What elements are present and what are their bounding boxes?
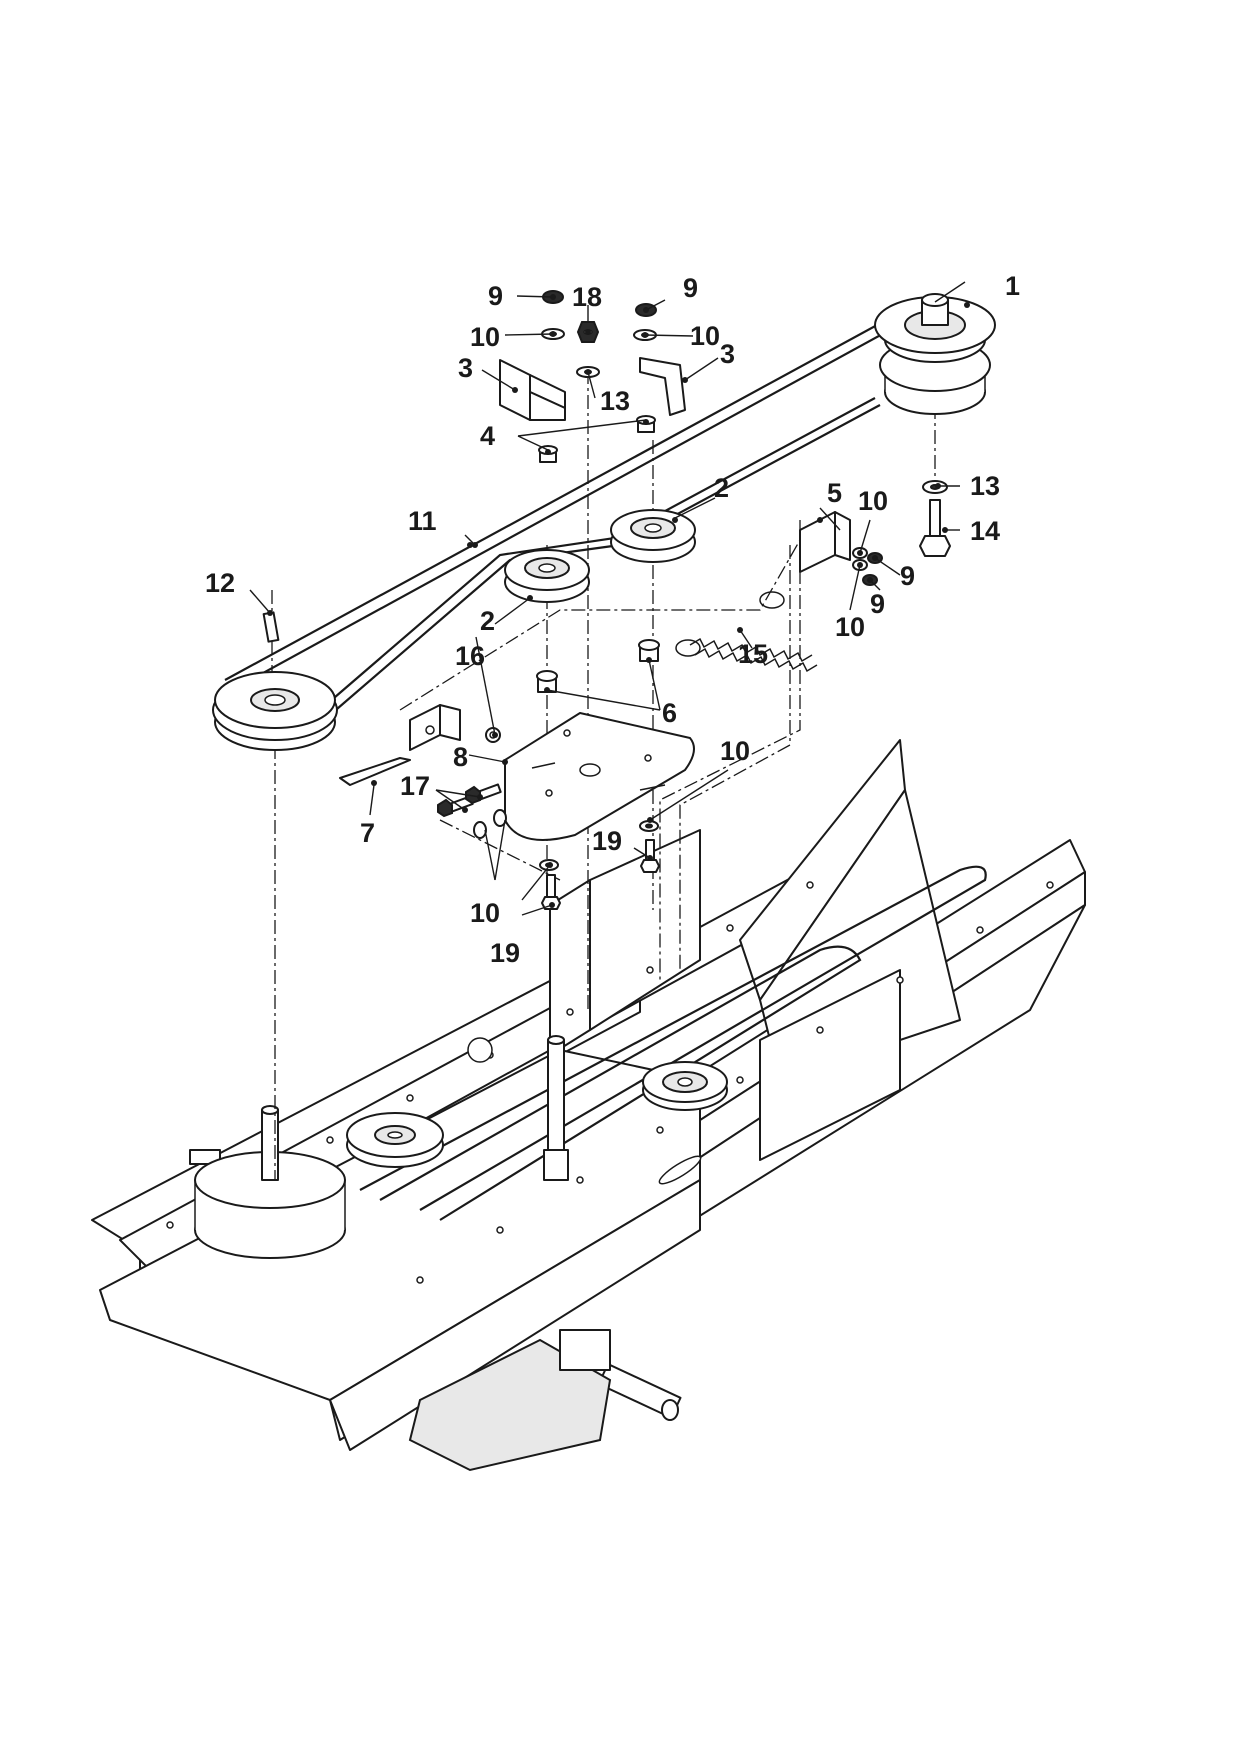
idler-shaft xyxy=(543,1035,569,1181)
callout-13-top: 13 xyxy=(600,386,630,416)
callout-19-lower: 19 xyxy=(490,938,520,968)
callout-2-left: 2 xyxy=(480,606,495,636)
double-pulley xyxy=(874,293,996,415)
callout-9-right-a: 9 xyxy=(900,561,915,591)
idler-pulley-left xyxy=(504,549,590,603)
control-rod xyxy=(339,757,411,786)
callout-10-right-top: 10 xyxy=(858,486,888,516)
callout-14: 14 xyxy=(970,516,1000,546)
callout-7: 7 xyxy=(360,818,375,848)
rod-bracket xyxy=(409,704,501,751)
leader-dots xyxy=(267,294,970,908)
assembly-centerlines xyxy=(271,370,936,1180)
callout-labels: 1 2 2 3 3 4 5 6 7 8 9 9 9 9 10 10 10 10 … xyxy=(205,271,1020,968)
callout-9-top-right: 9 xyxy=(683,273,698,303)
callout-10-lower: 10 xyxy=(470,898,500,928)
deck-belt xyxy=(224,317,898,716)
pin xyxy=(262,611,280,643)
callout-6: 6 xyxy=(662,698,677,728)
callout-10-top-right: 10 xyxy=(690,321,720,351)
callout-18: 18 xyxy=(572,282,602,312)
callout-1: 1 xyxy=(1005,271,1020,301)
idler-pulley-right xyxy=(610,509,696,563)
bracket-left xyxy=(499,359,566,421)
callout-19-plate: 19 xyxy=(592,826,622,856)
top-washers xyxy=(541,328,657,378)
bolts-17 xyxy=(437,783,507,839)
callout-5: 5 xyxy=(827,478,842,508)
spacers-bottom xyxy=(536,639,660,693)
bracket-right xyxy=(639,357,686,416)
callout-15: 15 xyxy=(738,639,768,669)
idler-arm-plate xyxy=(504,712,695,841)
callout-9-top-left: 9 xyxy=(488,281,503,311)
callout-16: 16 xyxy=(455,641,485,671)
callout-9-right-b: 9 xyxy=(870,589,885,619)
callout-10-top-left: 10 xyxy=(470,322,500,352)
tension-spring xyxy=(675,591,818,673)
engine-pulley xyxy=(194,1105,346,1259)
callout-17: 17 xyxy=(400,771,430,801)
leader-lines xyxy=(249,281,966,916)
callout-10-plate: 10 xyxy=(720,736,750,766)
lower-hardware xyxy=(539,820,660,910)
frame-drive-pulley xyxy=(346,1112,444,1168)
left-deck-pulley xyxy=(212,671,338,751)
callout-4: 4 xyxy=(480,421,495,451)
callout-2-right: 2 xyxy=(714,473,729,503)
callout-13-right: 13 xyxy=(970,471,1000,501)
callout-11: 11 xyxy=(408,506,437,536)
callout-10-right-bottom: 10 xyxy=(835,612,865,642)
pulley-bolt xyxy=(919,480,951,557)
callout-12: 12 xyxy=(205,568,235,598)
callout-8: 8 xyxy=(453,742,468,772)
callout-3-left: 3 xyxy=(458,353,473,383)
callout-3-right: 3 xyxy=(720,339,735,369)
frame-idler-pulley xyxy=(642,1061,728,1111)
